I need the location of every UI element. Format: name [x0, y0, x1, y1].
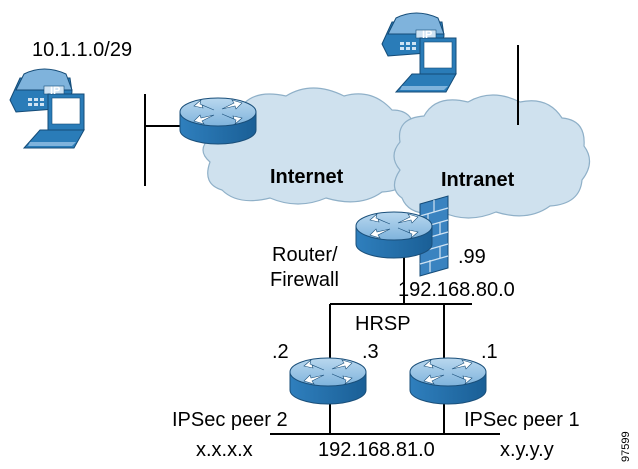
intranet-cloud-icon: [393, 94, 591, 219]
router-icon: [355, 211, 433, 259]
router-icon: [289, 357, 367, 405]
intranet-label: Intranet: [441, 169, 515, 191]
subnet-label: 10.1.1.0/29: [32, 39, 133, 61]
lan-lower-label: 192.168.81.0: [318, 439, 435, 461]
ip-phone-icon: IP: [9, 68, 85, 149]
virtual-host-label: .3: [362, 341, 379, 363]
ip-phone-label: IP: [422, 29, 432, 41]
addr-right-label: x.y.y.y: [500, 439, 554, 461]
ip-phone-label: IP: [50, 85, 60, 97]
ip-phone-icon: IP: [381, 12, 457, 93]
peer2-name-label: IPSec peer 2: [172, 409, 288, 431]
internet-label: Internet: [270, 166, 344, 188]
hrsp-label: HRSP: [355, 313, 411, 335]
addr-left-label: x.x.x.x: [196, 439, 253, 461]
router-icon: [409, 357, 487, 405]
router-firewall-label-line1: Router/: [272, 244, 338, 266]
firewall-host-label: .99: [458, 246, 486, 268]
router-icon: [179, 97, 257, 145]
peer1-host-label: .1: [481, 341, 498, 363]
network-links: [144, 45, 519, 435]
peer2-host-label: .2: [272, 341, 289, 363]
router-firewall-label-line2: Firewall: [270, 269, 339, 291]
lan-upper-label: 192.168.80.0: [398, 279, 515, 301]
figure-id: 97599: [620, 431, 632, 462]
peer1-name-label: IPSec peer 1: [464, 409, 580, 431]
